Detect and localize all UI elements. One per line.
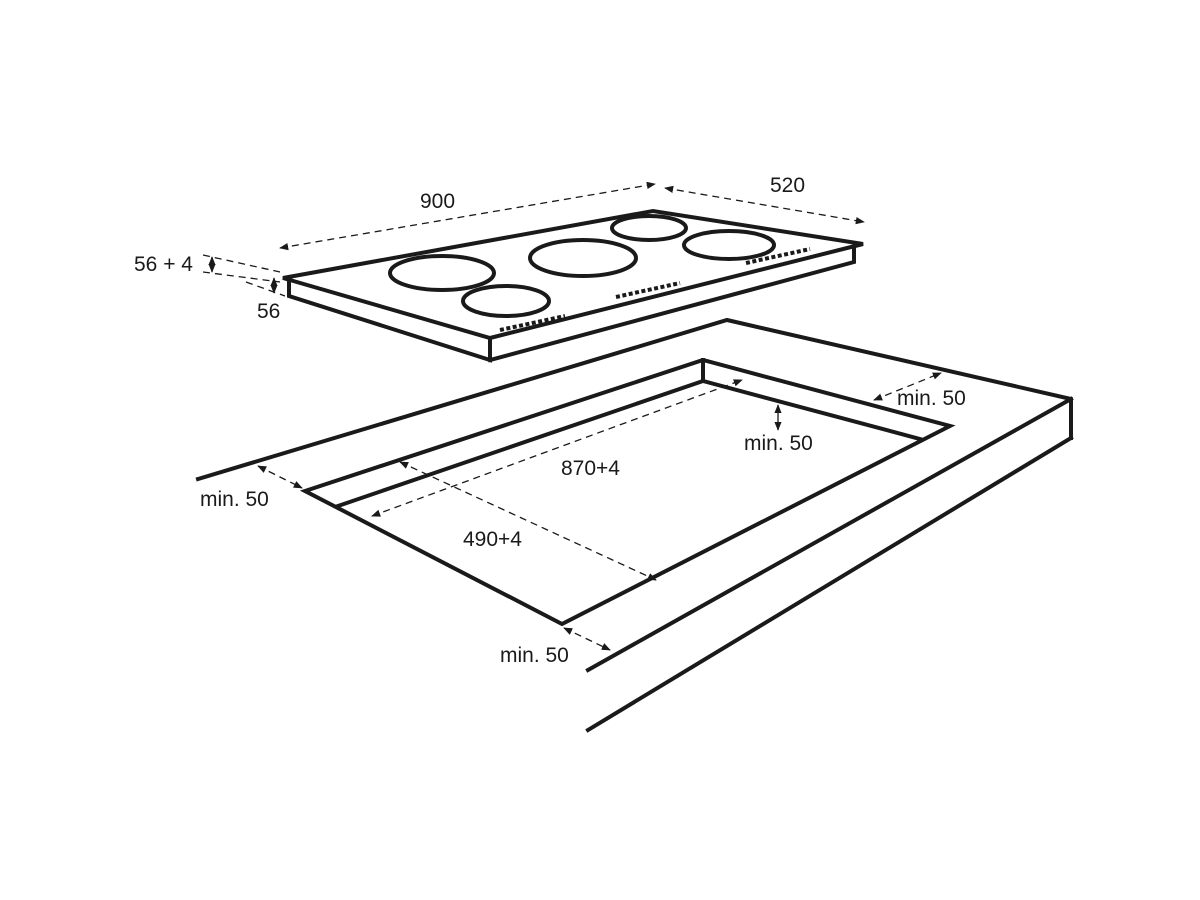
width-dimension-line	[279, 181, 656, 251]
hob-body-side	[487, 245, 856, 363]
height-extension	[245, 281, 286, 297]
burner-front-center	[461, 284, 551, 318]
clearance-left-dimension-line	[257, 465, 303, 489]
height-label: 56	[257, 300, 280, 323]
cutout-dimensions: 870+4 490+4 min. 50 min. 50 min. 50 min.…	[200, 372, 966, 667]
cutout-width-label: 870+4	[561, 457, 620, 480]
cutout-outline	[299, 357, 956, 627]
clearance-left-label: min. 50	[200, 488, 269, 511]
control-strip-center	[615, 281, 681, 299]
hob	[282, 208, 864, 363]
depth-label: 520	[770, 174, 805, 197]
cutout	[299, 357, 956, 627]
hob-body-front	[287, 279, 492, 363]
burner-back-small	[610, 214, 688, 242]
burner-front-left	[388, 254, 496, 292]
countertop-front-top-edge	[585, 396, 1074, 673]
width-label: 900	[420, 190, 455, 213]
burner-back-right	[682, 229, 776, 261]
cutout-depth-dimension-line	[399, 461, 657, 581]
height-total-extension-bottom	[202, 271, 281, 283]
clearance-wall-label: min. 50	[744, 432, 813, 455]
countertop-front-bottom-edge	[585, 435, 1074, 733]
hob-dimensions: 900 520 56 + 4 56	[134, 174, 865, 323]
control-strip-front	[499, 314, 566, 332]
height-total-label: 56 + 4	[134, 253, 193, 276]
cutout-depth-label: 490+4	[463, 528, 522, 551]
clearance-back-dimension-line	[873, 372, 942, 401]
clearance-back-label: min. 50	[897, 387, 966, 410]
burner-center-large	[528, 238, 638, 278]
height-total-extension-top	[202, 254, 281, 273]
depth-dimension-line	[664, 185, 865, 225]
clearance-front-label: min. 50	[500, 644, 569, 667]
clearance-front-dimension-line	[563, 627, 611, 651]
control-strip-right	[745, 247, 811, 265]
cutout-width-dimension-line	[371, 379, 743, 517]
